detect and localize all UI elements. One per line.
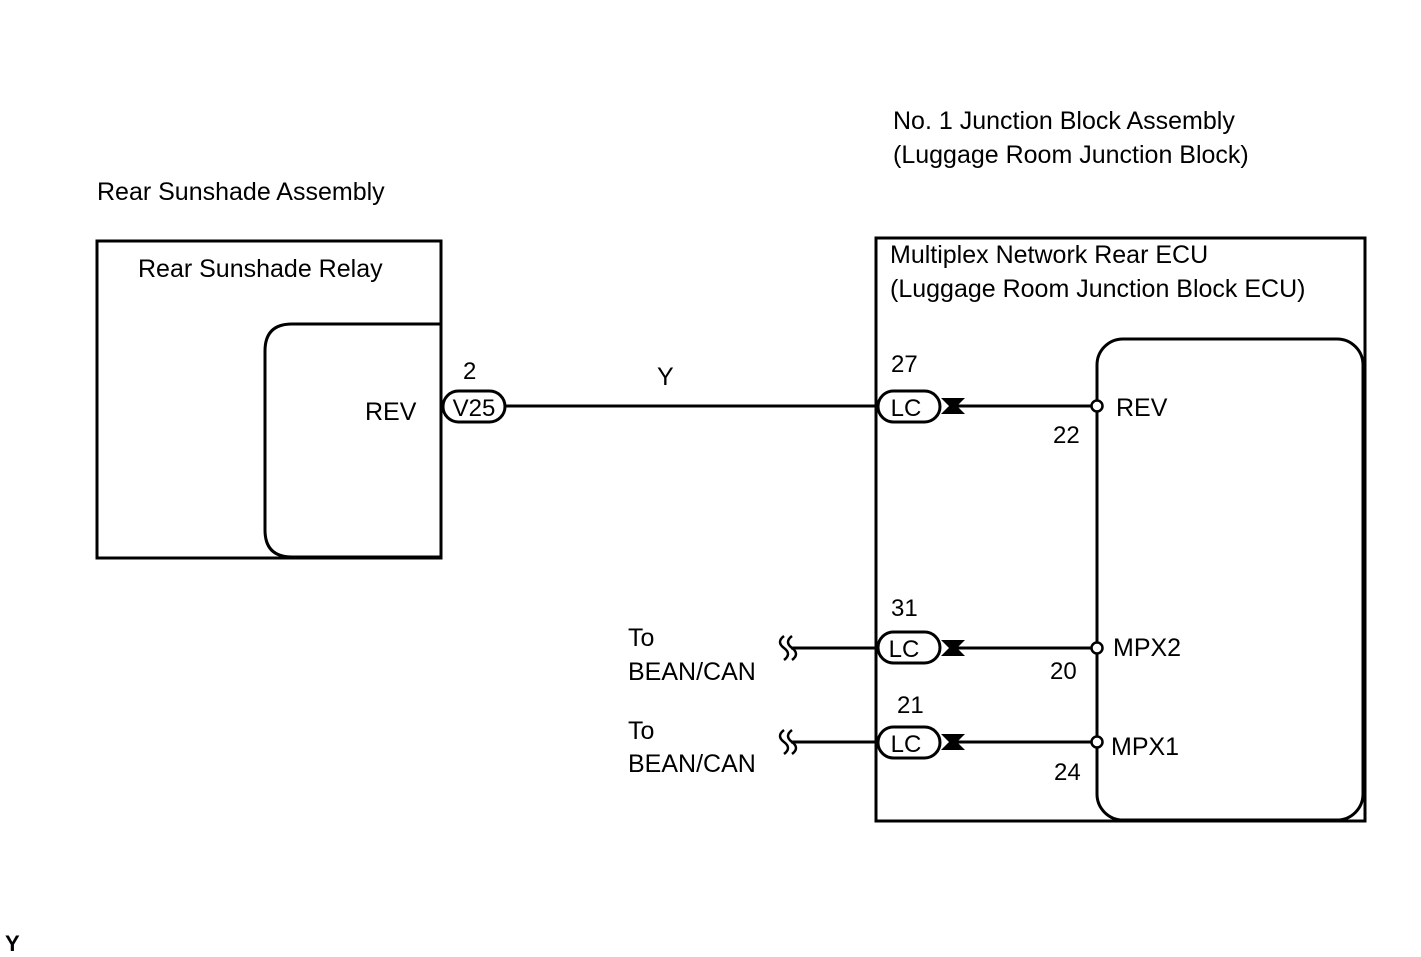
terminal-mpx1: MPX1 bbox=[1111, 733, 1179, 761]
terminal-node-1 bbox=[1090, 399, 1104, 413]
left-inner-title: Rear Sunshade Relay bbox=[138, 255, 383, 283]
connector-v25-label: V25 bbox=[453, 395, 496, 422]
ecu-title-1: Multiplex Network Rear ECU bbox=[890, 241, 1208, 269]
inner-pin-22: 22 bbox=[1053, 422, 1080, 449]
connector-lc-3-label: LC bbox=[891, 731, 922, 758]
terminal-rev: REV bbox=[1116, 394, 1168, 422]
external-label-2-line2: BEAN/CAN bbox=[628, 750, 756, 778]
outer-pin-31: 31 bbox=[891, 595, 918, 622]
wire-break-icon bbox=[778, 729, 798, 755]
connector-lc-1-label: LC bbox=[891, 395, 922, 422]
inner-pin-24: 24 bbox=[1054, 759, 1081, 786]
right-component-title-2: (Luggage Room Junction Block) bbox=[893, 141, 1249, 169]
ecu-inner-box bbox=[1095, 337, 1365, 822]
left-component-title: Rear Sunshade Assembly bbox=[97, 178, 385, 206]
external-label-1-line1: To bbox=[628, 624, 654, 652]
arrow-icon bbox=[941, 398, 965, 414]
arrow-icon bbox=[941, 734, 965, 750]
terminal-node-2 bbox=[1090, 641, 1104, 655]
connector-lc-1 bbox=[876, 389, 942, 424]
external-label-2-line1: To bbox=[628, 717, 654, 745]
right-component-title-1: No. 1 Junction Block Assembly bbox=[893, 107, 1235, 135]
corner-label: Y bbox=[5, 931, 20, 956]
wire-color-label: Y bbox=[657, 363, 674, 391]
rear-sunshade-assembly-box bbox=[95, 239, 443, 560]
wire-break-icon bbox=[778, 635, 798, 661]
inner-pin-20: 20 bbox=[1050, 658, 1077, 685]
terminal-mpx2: MPX2 bbox=[1113, 634, 1181, 662]
external-label-1-line2: BEAN/CAN bbox=[628, 658, 756, 686]
left-terminal-rev: REV bbox=[365, 398, 417, 426]
left-pin-number: 2 bbox=[463, 358, 476, 385]
rear-sunshade-relay-box bbox=[263, 322, 441, 559]
outer-pin-27: 27 bbox=[891, 351, 918, 378]
arrow-icon bbox=[941, 640, 965, 656]
ecu-title-2: (Luggage Room Junction Block ECU) bbox=[890, 275, 1305, 303]
outer-pin-21: 21 bbox=[897, 692, 924, 719]
terminal-node-3 bbox=[1090, 735, 1104, 749]
connector-lc-2-label: LC bbox=[889, 636, 920, 663]
